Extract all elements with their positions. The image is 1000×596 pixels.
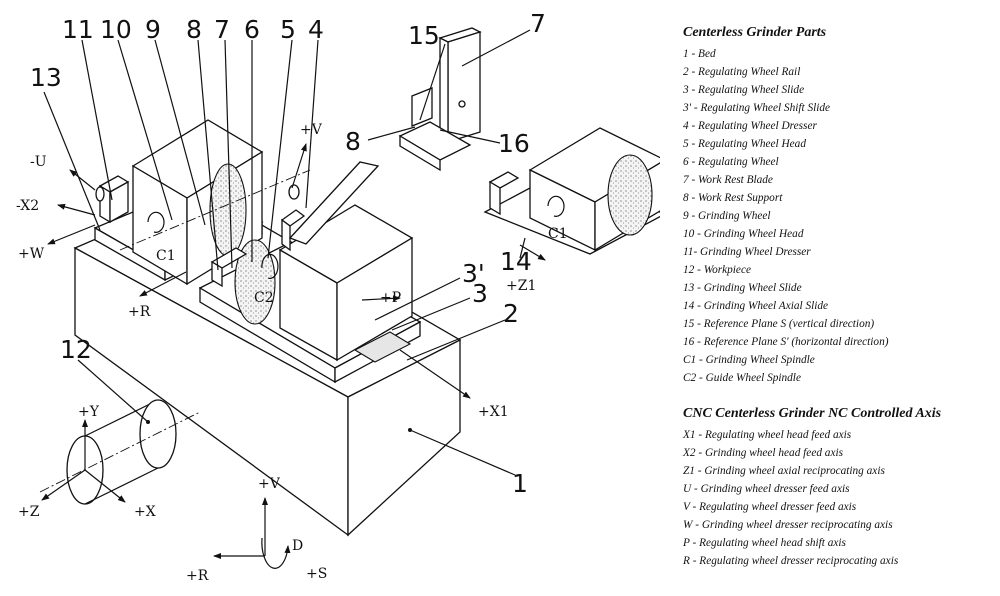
parts-legend-title: Centerless Grinder Parts <box>683 25 827 40</box>
callout-1: 1 <box>512 469 528 498</box>
axes-legend-item: X2 - Grinding wheel head feed axis <box>683 447 844 459</box>
leader-lines <box>43 29 531 476</box>
callout-7-inset: 7 <box>530 9 546 38</box>
label-plus-r: +R <box>128 304 151 320</box>
callout-15: 15 <box>408 21 440 50</box>
parts-legend-item: 4 - Regulating Wheel Dresser <box>683 120 817 132</box>
axes-legend-item: P - Regulating wheel head shift axis <box>683 537 846 549</box>
parts-legend-item: 12 - Workpiece <box>683 264 751 276</box>
callout-4: 4 <box>308 15 324 44</box>
parts-legend-list: 1 - Bed 2 - Regulating Wheel Rail 3 - Re… <box>683 45 995 387</box>
axes-legend-item: X1 - Regulating wheel head feed axis <box>683 429 852 441</box>
axes-legend-item: R - Regulating wheel dresser reciprocati… <box>683 555 899 567</box>
parts-legend-item: 10 - Grinding Wheel Head <box>683 228 804 240</box>
callout-7: 7 <box>214 15 230 44</box>
label-plus-x: +X <box>134 504 156 520</box>
label-plus-z1: +Z1 <box>506 278 536 294</box>
label-minus-u: -U <box>30 154 47 170</box>
label-plus-p: +P <box>380 290 401 306</box>
grinder-diagram: 1 2 3 3' 4 5 6 7 8 9 10 11 13 12 15 7 8 … <box>16 9 660 584</box>
label-c1-inset: C1 <box>548 226 568 242</box>
parts-legend-item: C1 - Grinding Wheel Spindle <box>683 354 815 366</box>
callout-8: 8 <box>186 15 202 44</box>
callout-numbers: 1 2 3 3' 4 5 6 7 8 9 10 11 13 12 15 7 8 … <box>30 9 546 498</box>
grinding-wheel-head-inset <box>483 127 660 255</box>
axis-arrows <box>41 143 546 569</box>
parts-legend-item: 14 - Grinding Wheel Axial Slide <box>683 300 829 312</box>
label-c1: C1 <box>156 248 176 264</box>
label-plus-x1: +X1 <box>478 404 509 420</box>
parts-legend-item: 1 - Bed <box>683 48 716 60</box>
callout-6: 6 <box>244 15 260 44</box>
label-plus-v-bottom: +V <box>258 476 281 492</box>
parts-legend-item: 8 - Work Rest Support <box>683 192 783 204</box>
callout-2: 2 <box>503 299 519 328</box>
parts-legend-item: 15 - Reference Plane S (vertical directi… <box>683 318 875 330</box>
callout-3-prime: 3' <box>462 259 485 288</box>
parts-legend-item: 16 - Reference Plane S' (horizontal dire… <box>683 336 889 348</box>
reference-plane-inset <box>398 27 482 172</box>
axis-labels: -U -X2 +W +V +R +P +X1 +Z1 C1 C1 C2 +Y +… <box>16 122 568 584</box>
callout-10: 10 <box>100 15 132 44</box>
axes-legend-item: U - Grinding wheel dresser feed axis <box>683 483 850 495</box>
work-rest-blade <box>210 161 380 288</box>
legend: Centerless Grinder Parts 1 - Bed 2 - Reg… <box>683 24 995 570</box>
axes-legend-title: CNC Centerless Grinder NC Controlled Axi… <box>683 406 942 421</box>
parts-legend-item: 2 - Regulating Wheel Rail <box>683 66 801 78</box>
label-plus-z: +Z <box>18 504 40 520</box>
parts-legend-item: 3 - Regulating Wheel Slide <box>683 84 805 96</box>
parts-legend-item: 3' - Regulating Wheel Shift Slide <box>683 102 831 114</box>
parts-legend-item: 5 - Regulating Wheel Head <box>683 138 806 150</box>
callout-8-inset: 8 <box>345 127 361 156</box>
callout-9: 9 <box>145 15 161 44</box>
parts-legend-item: 7 - Work Rest Blade <box>683 174 773 186</box>
callout-5: 5 <box>280 15 296 44</box>
axes-legend-list: X1 - Regulating wheel head feed axis X2 … <box>683 426 995 570</box>
label-plus-v: +V <box>300 122 323 138</box>
callout-13: 13 <box>30 63 62 92</box>
label-minus-x2: -X2 <box>16 198 39 214</box>
parts-legend-item: 11- Grinding Wheel Dresser <box>683 246 811 258</box>
label-plus-r-bottom: +R <box>186 568 209 584</box>
label-plus-s: +S <box>306 566 327 582</box>
label-plus-y: +Y <box>78 404 100 420</box>
grinding-wheel-head <box>131 119 264 286</box>
callout-11: 11 <box>62 15 94 44</box>
callout-12: 12 <box>60 335 92 364</box>
parts-legend-item: 9 - Grinding Wheel <box>683 210 771 222</box>
callout-16: 16 <box>498 129 530 158</box>
axes-legend-item: Z1 - Grinding wheel axial reciprocating … <box>683 465 885 477</box>
label-plus-w: +W <box>18 246 45 262</box>
callout-3: 3 <box>472 279 488 308</box>
parts-legend-item: C2 - Guide Wheel Spindle <box>683 372 801 384</box>
parts-legend-item: 13 - Grinding Wheel Slide <box>683 282 802 294</box>
label-c2: C2 <box>254 290 274 306</box>
machine-centerline <box>119 169 311 251</box>
axes-legend-item: V - Regulating wheel dresser feed axis <box>683 501 857 513</box>
grinding-wheel-dresser <box>95 175 130 224</box>
axes-legend-item: W - Grinding wheel dresser reciprocating… <box>683 519 893 531</box>
regulating-wheel-dresser <box>280 184 306 252</box>
label-d: D <box>292 538 303 554</box>
parts-legend-item: 6 - Regulating Wheel <box>683 156 779 168</box>
workpiece <box>39 399 201 505</box>
callout-14: 14 <box>500 247 532 276</box>
